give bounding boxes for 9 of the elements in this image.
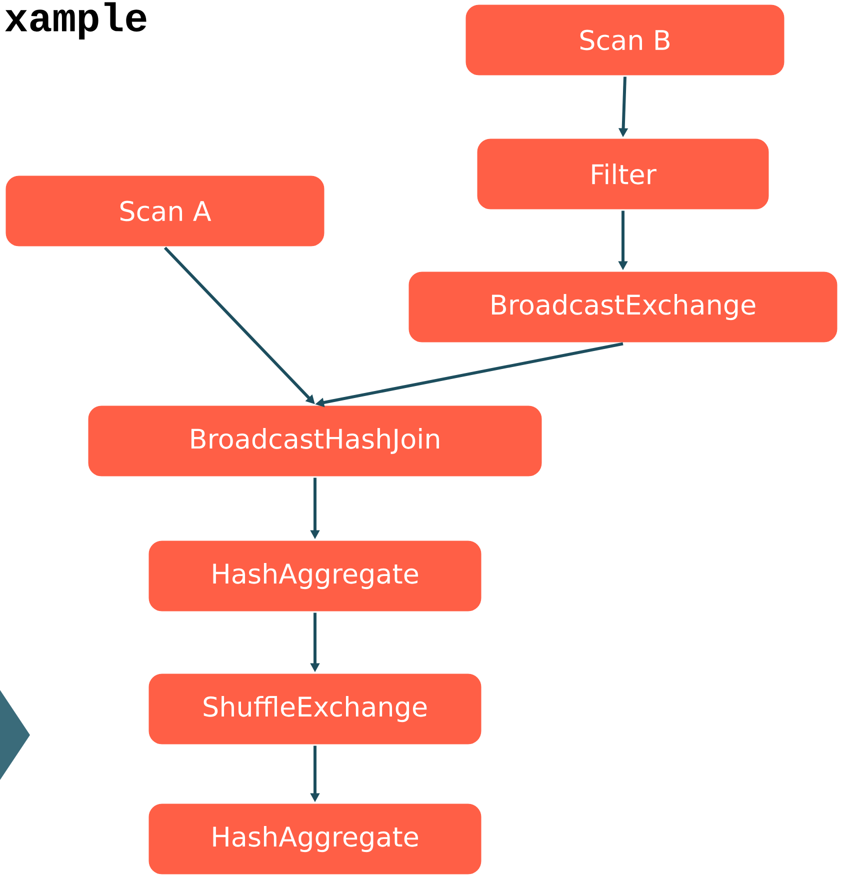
operator-box: BroadcastHashJoin: [86, 404, 544, 478]
operator-box: HashAggregate: [147, 539, 483, 613]
title-text: xample: [5, 2, 146, 40]
operator-box: Filter: [476, 137, 770, 211]
operator-box: ShuffleExchange: [147, 672, 483, 746]
operator-box: HashAggregate: [147, 802, 483, 876]
operator-box: Scan B: [464, 3, 786, 77]
operator-box: BroadcastExchange: [407, 270, 839, 344]
operator-box: Scan A: [4, 174, 326, 248]
